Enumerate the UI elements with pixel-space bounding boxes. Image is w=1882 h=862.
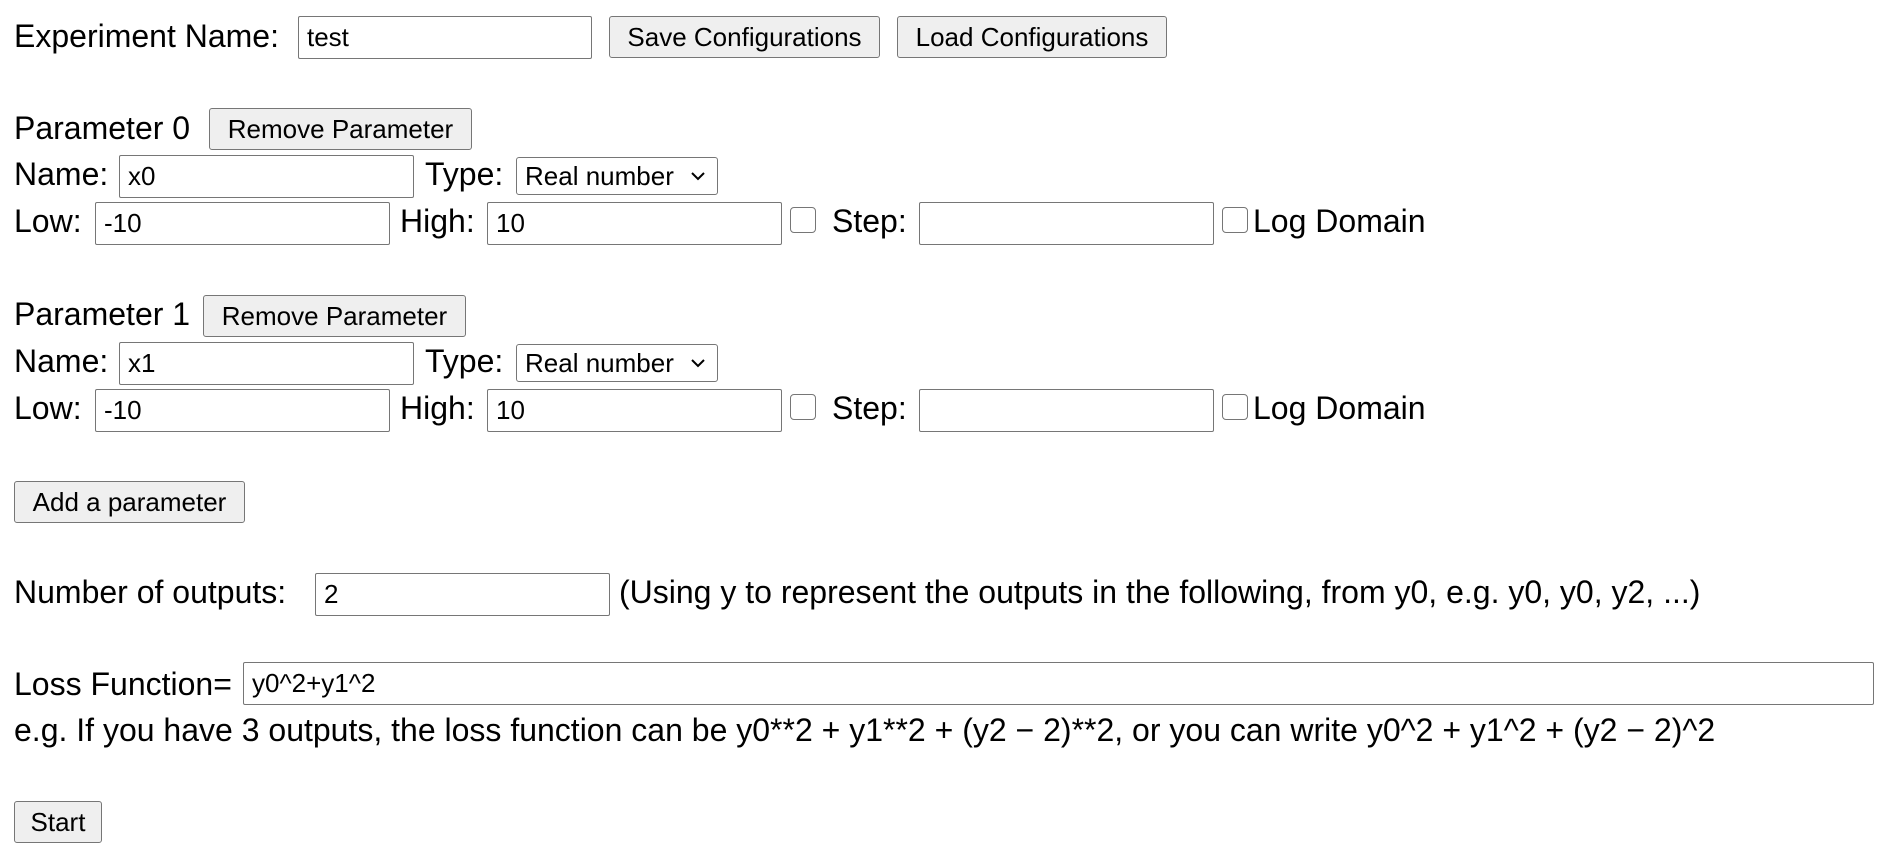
chevron-down-icon	[689, 167, 707, 185]
outputs-hint: (Using y to represent the outputs in the…	[619, 574, 1701, 610]
number-of-outputs-input[interactable]	[315, 573, 610, 616]
chevron-down-icon	[689, 354, 707, 372]
parameter-name-input[interactable]	[119, 155, 414, 198]
type-label: Type:	[425, 156, 504, 192]
remove-parameter-button[interactable]: Remove Parameter	[203, 295, 466, 337]
type-select[interactable]: Real number	[516, 157, 718, 195]
high-label: High:	[400, 203, 475, 239]
start-button[interactable]: Start	[14, 801, 102, 843]
add-parameter-button[interactable]: Add a parameter	[14, 481, 245, 523]
save-configurations-button[interactable]: Save Configurations	[609, 16, 880, 58]
low-label: Low:	[14, 390, 82, 426]
type-select-value: Real number	[525, 347, 674, 378]
high-input[interactable]	[487, 202, 782, 245]
load-configurations-button[interactable]: Load Configurations	[897, 16, 1167, 58]
log-domain-checkbox[interactable]	[1222, 394, 1248, 420]
step-label: Step:	[832, 390, 907, 426]
low-input[interactable]	[95, 389, 390, 432]
parameter-name-input[interactable]	[119, 342, 414, 385]
parameter-title: Parameter 0	[14, 110, 191, 146]
low-label: Low:	[14, 203, 82, 239]
log-domain-label: Log Domain	[1253, 203, 1426, 239]
type-select-value: Real number	[525, 160, 674, 191]
parameter-title: Parameter 1	[14, 296, 191, 332]
log-domain-label: Log Domain	[1253, 390, 1426, 426]
step-label: Step:	[832, 203, 907, 239]
loss-function-input[interactable]	[243, 662, 1874, 705]
step-checkbox[interactable]	[790, 394, 816, 420]
number-of-outputs-label: Number of outputs:	[14, 574, 287, 610]
remove-parameter-button[interactable]: Remove Parameter	[209, 108, 472, 150]
loss-function-label: Loss Function=	[14, 666, 232, 702]
experiment-name-label: Experiment Name:	[14, 18, 279, 54]
loss-function-example: e.g. If you have 3 outputs, the loss fun…	[14, 712, 1716, 748]
step-input[interactable]	[919, 202, 1214, 245]
name-label: Name:	[14, 343, 109, 379]
type-select[interactable]: Real number	[516, 344, 718, 382]
name-label: Name:	[14, 156, 109, 192]
step-checkbox[interactable]	[790, 207, 816, 233]
type-label: Type:	[425, 343, 504, 379]
low-input[interactable]	[95, 202, 390, 245]
log-domain-checkbox[interactable]	[1222, 207, 1248, 233]
experiment-name-input[interactable]	[298, 16, 592, 59]
step-input[interactable]	[919, 389, 1214, 432]
high-input[interactable]	[487, 389, 782, 432]
high-label: High:	[400, 390, 475, 426]
